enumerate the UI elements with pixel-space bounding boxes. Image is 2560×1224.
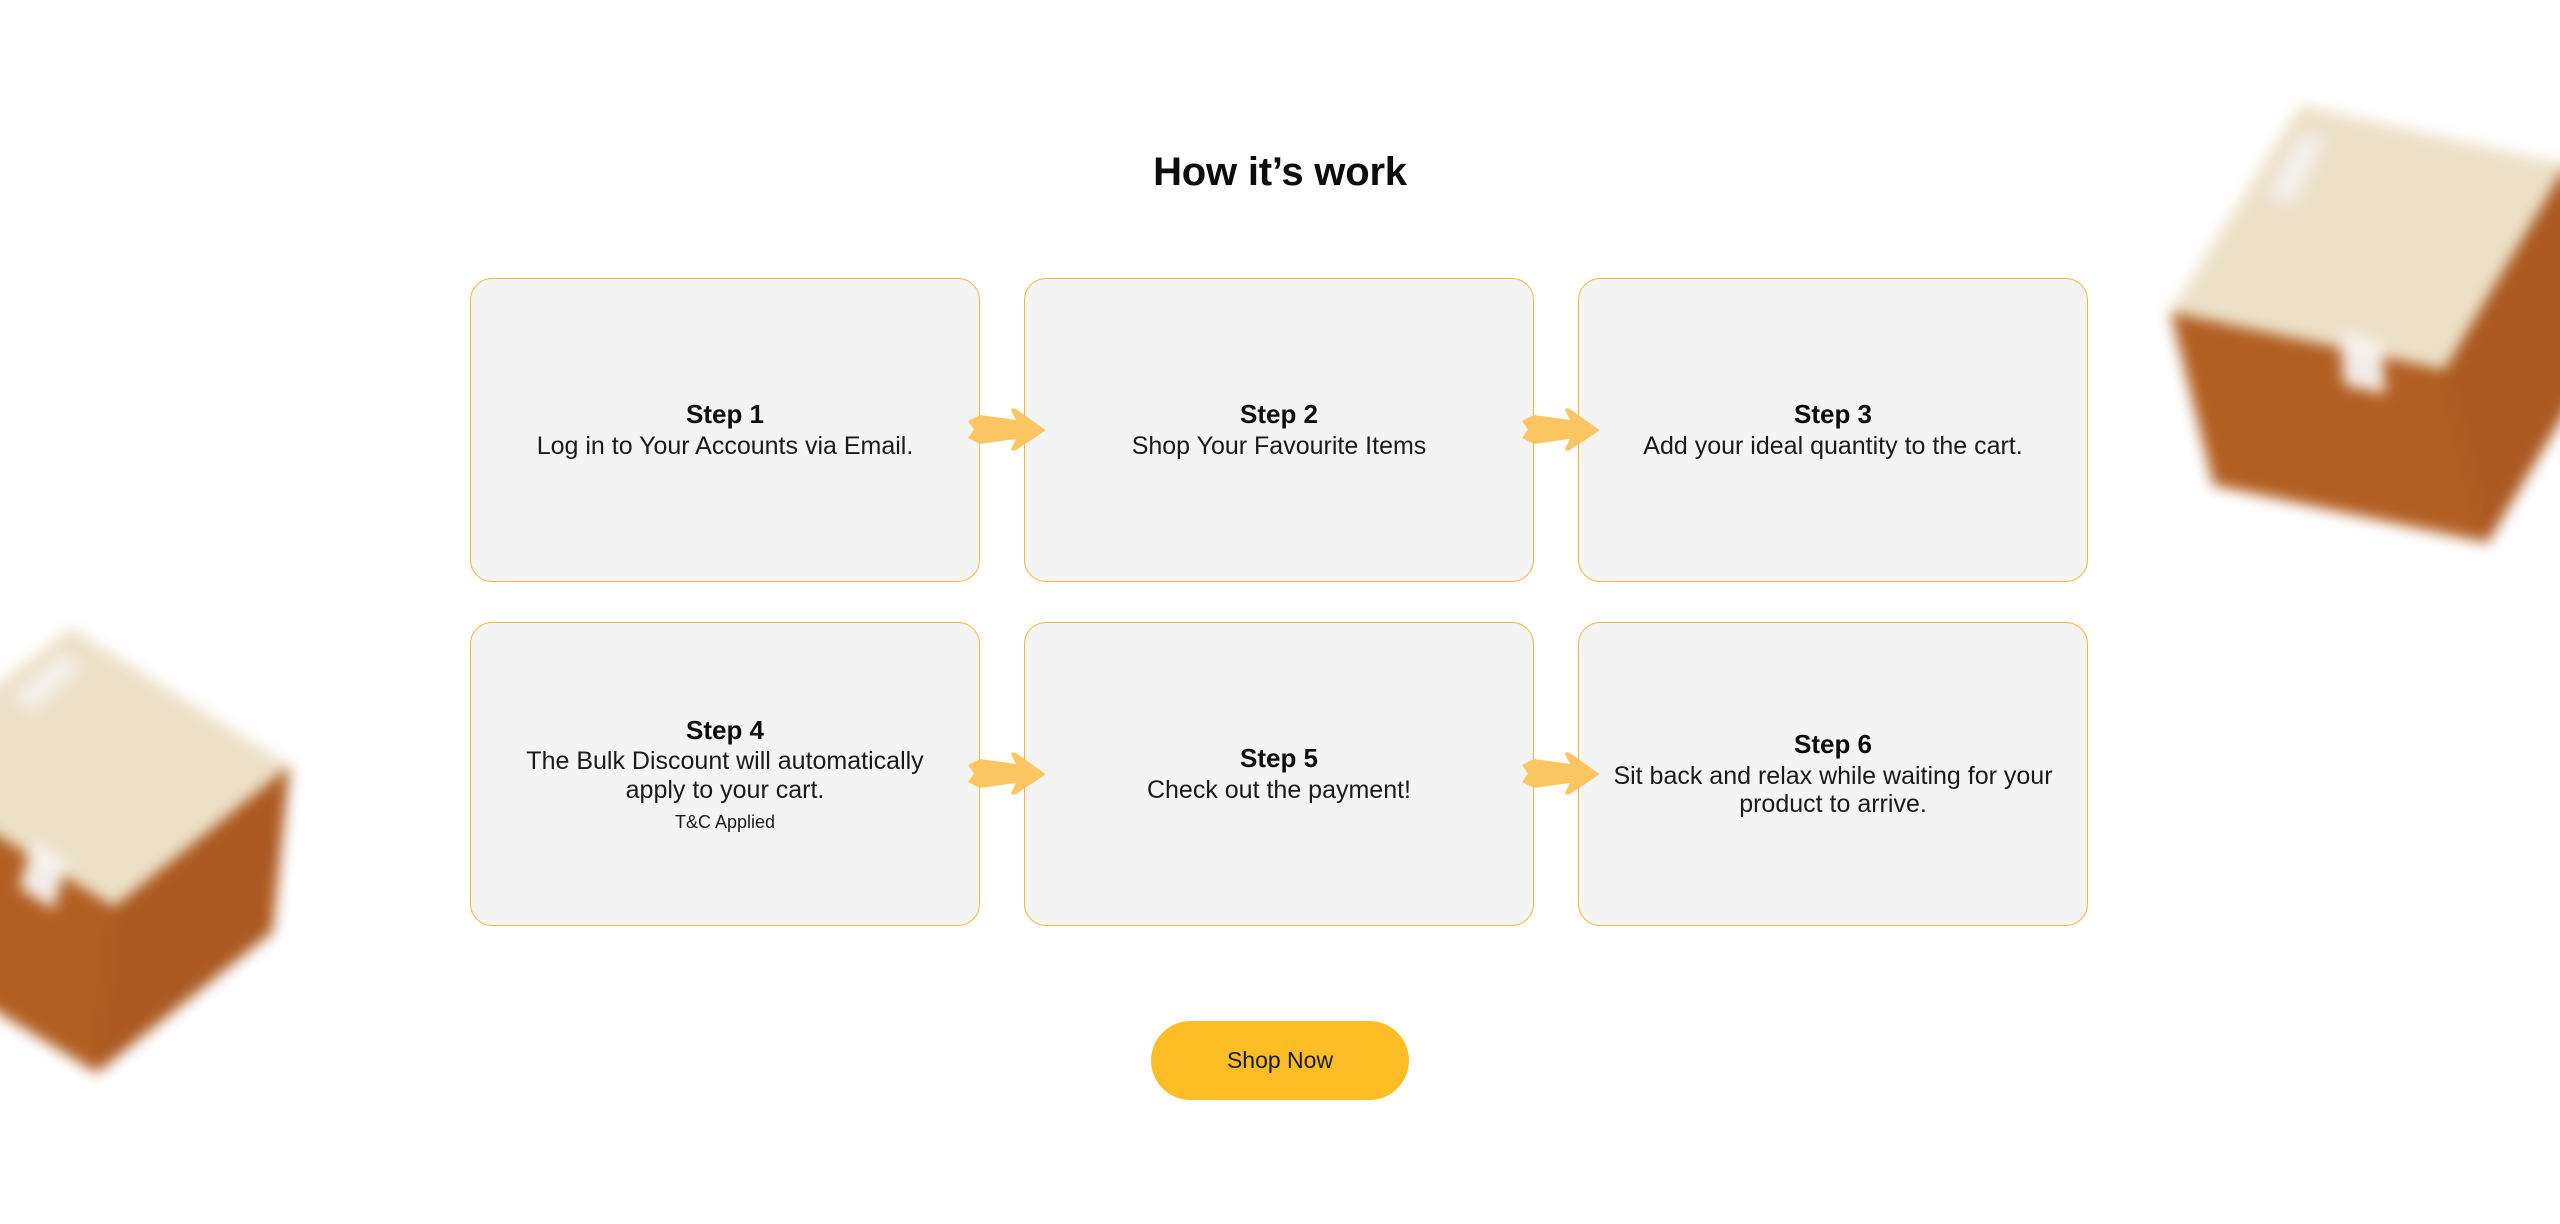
steps-grid: Step 1 Log in to Your Accounts via Email…	[470, 278, 2090, 926]
step-title: Step 1	[685, 399, 765, 430]
box-side-left-face	[2129, 46, 2560, 604]
step-card-6: Step 6 Sit back and relax while waiting …	[1578, 622, 2088, 926]
box-top-face	[2129, 46, 2560, 604]
box-side-right-face	[2129, 46, 2560, 604]
box-side-left-face	[0, 610, 302, 1089]
parcel-box-decoration-left	[0, 610, 302, 1089]
shop-now-button[interactable]: Shop Now	[1151, 1021, 1409, 1100]
step-title: Step 4	[685, 714, 765, 745]
step-description: The Bulk Discount will automatically app…	[526, 747, 924, 805]
page-title: How it’s work	[1153, 150, 1407, 194]
step-card-4: Step 4 The Bulk Discount will automatica…	[470, 622, 980, 926]
step-title: Step 2	[1239, 399, 1319, 430]
step-title: Step 5	[1239, 743, 1319, 774]
parcel-box-decoration-right	[2129, 46, 2560, 604]
box-tape-strip	[0, 610, 302, 1089]
box-top-face	[0, 610, 302, 1089]
step-note: T&C Applied	[674, 811, 776, 832]
step-card-1: Step 1 Log in to Your Accounts via Email…	[470, 278, 980, 582]
box-side-right-face	[0, 610, 302, 1089]
step-card-2: Step 2 Shop Your Favourite Items	[1024, 278, 1534, 582]
step-description: Check out the payment!	[1146, 775, 1412, 804]
step-title: Step 3	[1793, 399, 1873, 430]
step-card-3: Step 3 Add your ideal quantity to the ca…	[1578, 278, 2088, 582]
box-tape-strip	[2129, 46, 2560, 604]
box-label-sticker	[0, 610, 302, 1089]
step-title: Step 6	[1793, 728, 1873, 759]
step-description: Sit back and relax while waiting for you…	[1613, 761, 2053, 819]
step-description: Log in to Your Accounts via Email.	[536, 431, 914, 460]
step-description: Shop Your Favourite Items	[1131, 431, 1427, 460]
box-label-sticker	[2129, 46, 2560, 604]
step-card-5: Step 5 Check out the payment!	[1024, 622, 1534, 926]
step-description: Add your ideal quantity to the cart.	[1643, 431, 2023, 460]
